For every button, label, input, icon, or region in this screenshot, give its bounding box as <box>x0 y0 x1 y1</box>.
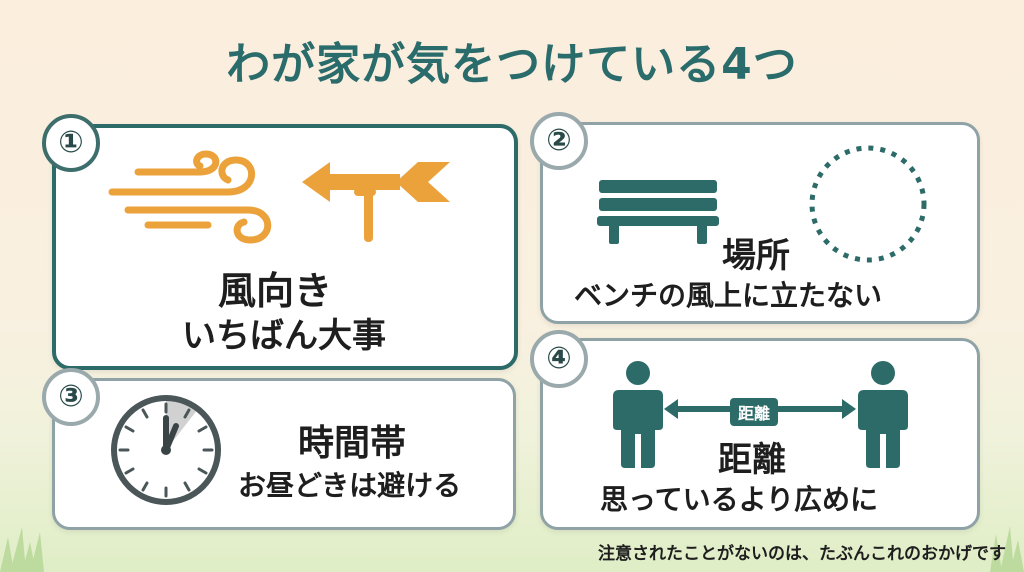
wind-icon <box>108 150 272 244</box>
card-4-heading: 距離 <box>718 440 786 480</box>
card-number-1: ① <box>42 114 100 172</box>
card-number-2: ② <box>530 112 588 170</box>
card-4-subtext: 思っているより広めに <box>600 483 879 516</box>
dotted-circle-icon <box>809 145 927 263</box>
card-number-4: ④ <box>530 330 588 388</box>
weather-vane-icon <box>302 162 450 242</box>
distance-tag: 距離 <box>730 398 779 426</box>
person-icon <box>613 361 663 468</box>
card-1-heading: 風向き <box>218 269 333 313</box>
card-1-subtext: いちばん大事 <box>182 316 386 356</box>
card-3-subtext: お昼どきは避ける <box>238 469 462 502</box>
clock-icon <box>111 395 221 505</box>
footer-note: 注意されたことがないのは、たぶんこれのおかげです <box>598 544 1006 564</box>
bench-icon <box>597 180 719 244</box>
card-distance <box>540 338 980 530</box>
card-time-of-day <box>52 378 516 530</box>
page-title: わが家が気をつけている4つ <box>226 39 798 90</box>
person-icon <box>858 361 908 468</box>
card-2-heading: 場所 <box>722 236 790 276</box>
card-2-subtext: ベンチの風上に立たない <box>574 279 883 312</box>
card-number-3: ③ <box>42 368 100 426</box>
grass-decoration <box>0 526 1024 572</box>
card-3-heading: 時間帯 <box>298 423 407 464</box>
